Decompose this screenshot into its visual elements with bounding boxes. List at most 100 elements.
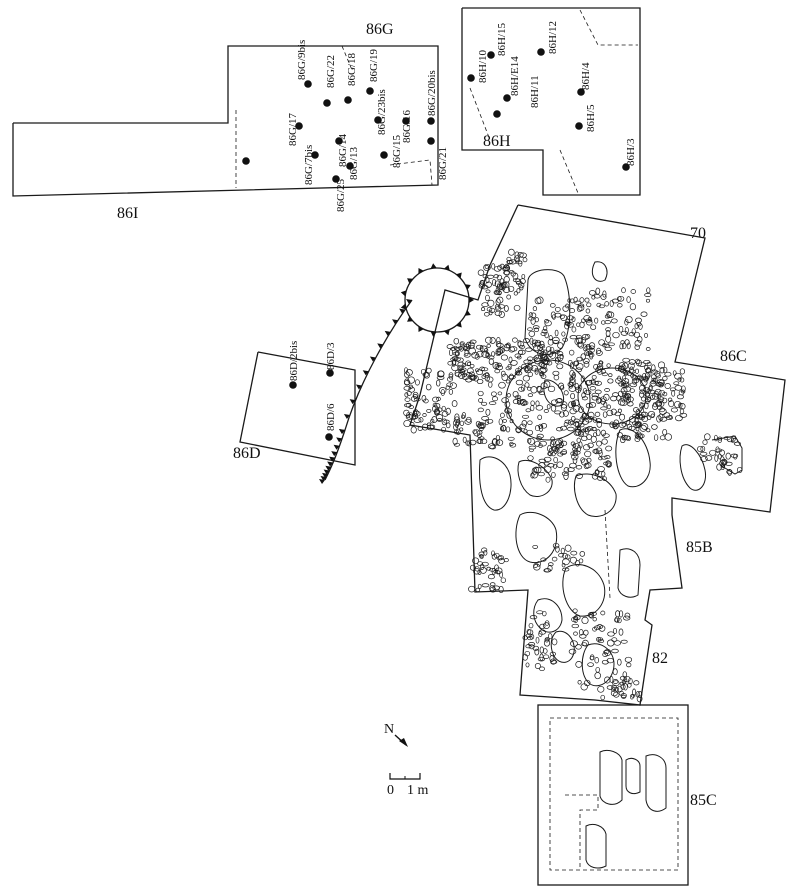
- stone: [562, 553, 568, 559]
- stone: [487, 299, 495, 307]
- stone: [551, 471, 556, 478]
- stone: [549, 346, 555, 354]
- stone: [679, 377, 685, 383]
- stone: [530, 312, 537, 319]
- label-86G-21: 86G/21: [437, 147, 449, 180]
- stone: [523, 338, 530, 344]
- stone: [643, 332, 649, 338]
- stone: [593, 625, 601, 631]
- sample-points: [242, 48, 630, 441]
- stone: [518, 282, 525, 289]
- stone: [563, 390, 569, 396]
- stone: [562, 337, 569, 342]
- point-marker: [487, 51, 495, 59]
- stone: [583, 361, 590, 368]
- stone: [611, 684, 617, 690]
- stone: [539, 344, 546, 349]
- stone: [430, 418, 435, 424]
- stone: [622, 391, 627, 398]
- stone: [502, 418, 507, 423]
- stone: [586, 302, 592, 308]
- stone: [441, 411, 449, 417]
- stone: [447, 361, 454, 366]
- stone: [593, 294, 601, 299]
- hachure-tick: [430, 331, 437, 337]
- stone: [631, 328, 636, 335]
- stone: [452, 351, 460, 356]
- stone: [621, 381, 630, 387]
- stone: [590, 611, 597, 616]
- stone: [477, 269, 485, 276]
- stone: [458, 366, 464, 371]
- stone: [522, 257, 528, 263]
- stone: [638, 323, 643, 330]
- stone: [495, 439, 500, 445]
- stone: [704, 433, 711, 441]
- stone: [521, 414, 530, 419]
- stone: [650, 394, 655, 400]
- stone: [489, 444, 497, 450]
- stone: [612, 392, 619, 397]
- stone: [647, 371, 652, 377]
- hachure-tick: [320, 475, 327, 481]
- stone: [555, 545, 560, 553]
- stone: [633, 407, 639, 413]
- stone: [664, 371, 672, 377]
- stone: [542, 349, 548, 356]
- stone: [551, 556, 558, 562]
- stone: [529, 337, 534, 345]
- stone: [601, 471, 606, 477]
- stone: [487, 274, 494, 279]
- stone: [435, 414, 444, 421]
- stone: [536, 433, 544, 439]
- stone: [571, 400, 576, 407]
- area-label-85B: 85B: [686, 539, 713, 556]
- stone: [580, 337, 586, 344]
- label-86H-3: 86H/3: [625, 138, 637, 166]
- stone: [527, 393, 534, 397]
- stone: [540, 331, 547, 336]
- stone: [596, 421, 603, 428]
- stone: [445, 407, 451, 416]
- stone: [437, 407, 443, 413]
- stone: [495, 350, 501, 357]
- stone: [464, 349, 469, 357]
- stone: [657, 361, 666, 369]
- stone: [616, 395, 622, 402]
- stone: [506, 256, 512, 262]
- stone: [448, 373, 454, 380]
- stone: [499, 571, 503, 578]
- stone: [469, 363, 475, 369]
- stone: [620, 693, 627, 698]
- stone: [538, 458, 547, 463]
- stone: [572, 447, 577, 452]
- stone: [532, 344, 541, 352]
- stone: [497, 264, 503, 271]
- stone: [498, 311, 505, 318]
- stone: [471, 351, 480, 359]
- stone: [555, 439, 563, 447]
- stone: [577, 303, 585, 308]
- stone: [651, 377, 657, 383]
- stone: [501, 397, 509, 404]
- stone: [639, 375, 644, 382]
- stone: [580, 683, 588, 691]
- stone: [624, 656, 633, 663]
- stone: [472, 557, 480, 565]
- label-86H-5: 86H/5: [585, 104, 597, 132]
- stone: [593, 448, 599, 455]
- stone: [485, 408, 491, 416]
- point-marker: [332, 175, 340, 183]
- stone: [582, 444, 591, 451]
- stone: [621, 395, 626, 403]
- stone: [603, 393, 610, 401]
- label-86G-7bis: 86G/7bis: [303, 145, 315, 185]
- stone: [588, 342, 596, 350]
- stone: [528, 312, 533, 318]
- stone: [469, 439, 477, 446]
- stone: [598, 456, 603, 461]
- stone: [516, 288, 521, 294]
- hachure-tick: [456, 272, 462, 279]
- label-86G-15: 86G/15: [391, 135, 403, 169]
- stone: [536, 386, 543, 394]
